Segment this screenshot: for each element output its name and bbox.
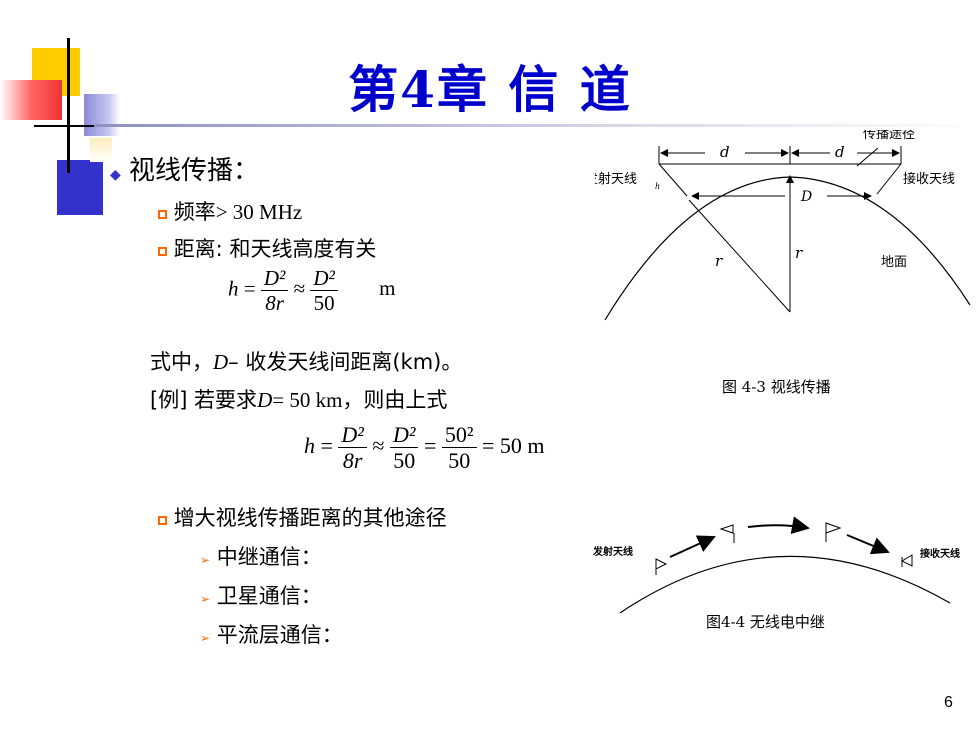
text-where: 式中，D– 收发天线间距离(km)。	[150, 350, 463, 374]
page-number: 6	[944, 694, 953, 711]
subitem-satellite: ➢ 卫星通信：	[200, 584, 322, 608]
label-ground: 地面	[881, 255, 907, 270]
label-rx-antenna: 接收天线	[903, 171, 955, 187]
diamond-bullet-icon: ◆	[110, 167, 121, 183]
label-r-right: r	[795, 244, 803, 262]
corner-decoration	[0, 0, 120, 220]
square-bullet-icon	[158, 247, 167, 256]
label-d-right: d	[835, 143, 845, 161]
earth-arc-relay	[619, 555, 951, 614]
label-path: 传播途径	[863, 130, 915, 142]
label-tx-antenna: 发射天线	[595, 171, 637, 187]
arrow-bullet-icon: ➢	[200, 592, 211, 606]
caption-figure-4-4: 图4-4 无线电中继	[706, 613, 825, 631]
square-bullet-icon	[158, 516, 167, 525]
title-underline	[94, 124, 980, 127]
item-frequency-value: > 30 MHz	[215, 200, 303, 224]
arrow-bullet-icon: ➢	[200, 553, 211, 567]
item-extend-methods: 增大视线传播距离的其他途径	[158, 502, 447, 532]
label-d-left: d	[720, 143, 730, 161]
label-D: D	[800, 189, 812, 205]
caption-figure-4-3: 图 4-3 视线传播	[722, 378, 831, 396]
earth-arc	[604, 176, 971, 321]
label-h: h	[655, 182, 660, 191]
heading-text: 视线传播：	[129, 156, 260, 186]
subitem-relay: ➢ 中继通信：	[200, 545, 322, 569]
slide-title: 第4章 信 道	[348, 60, 632, 119]
label-r-left: r	[715, 252, 723, 270]
figure-line-of-sight-diagram: 发射天线 接收天线 传播途径 地面 d d D r r h	[595, 130, 971, 321]
subitem-stratosphere: ➢ 平流层通信：	[200, 623, 343, 647]
label-relay-tx: 发射天线	[592, 545, 633, 558]
arrow-bullet-icon: ➢	[200, 631, 211, 645]
item-frequency: 频率> 30 MHz	[158, 196, 302, 226]
text-example: [例] 若要求D= 50 km，则由上式	[150, 388, 448, 412]
heading-line-of-sight: ◆ 视线传播：	[110, 150, 259, 187]
square-bullet-icon	[158, 210, 167, 219]
label-relay-rx: 接收天线	[920, 547, 960, 560]
item-distance: 距离: 和天线高度有关	[158, 233, 376, 263]
item-frequency-label: 频率	[173, 200, 216, 224]
item-distance-label: 距离: 和天线高度有关	[173, 237, 377, 261]
figure-relay-diagram: 发射天线 接收天线	[592, 516, 960, 614]
